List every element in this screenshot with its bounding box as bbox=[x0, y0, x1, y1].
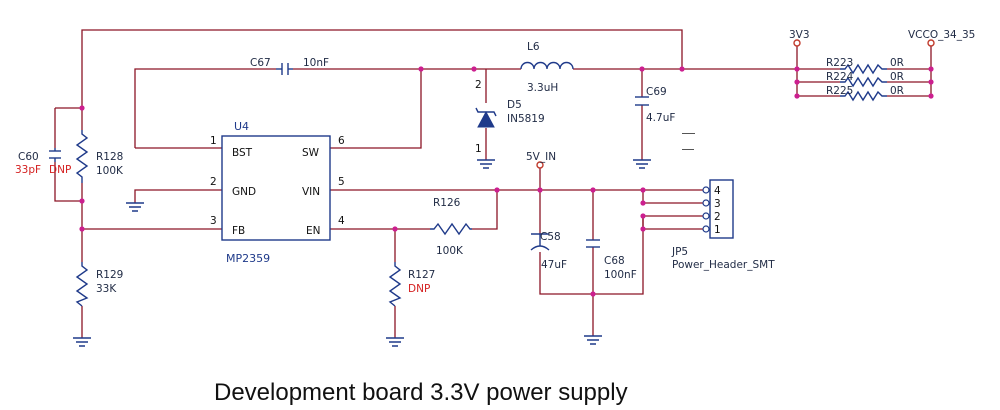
ground-symbol bbox=[584, 335, 602, 345]
ic-pin-name: FB bbox=[232, 225, 245, 237]
jp5-part: Power_Header_SMT bbox=[672, 259, 775, 271]
inductor-l6: L6 3.3uH bbox=[520, 41, 574, 94]
ic-part: MP2359 bbox=[226, 252, 270, 265]
resistor-r223: R223 0R bbox=[826, 57, 904, 75]
junctions bbox=[79, 66, 934, 297]
r225-value: 0R bbox=[890, 85, 904, 97]
ic-u4: U4 MP2359 BST GND FB SW VIN EN 1 2 3 6 5… bbox=[210, 120, 345, 265]
jp5-pin: 2 bbox=[714, 211, 721, 223]
ground-symbol bbox=[73, 337, 91, 347]
d5-pin-a: 2 bbox=[475, 79, 482, 91]
net-port-5v-in: 5V_IN bbox=[526, 151, 556, 169]
ic-pin-number: 4 bbox=[338, 215, 345, 227]
c69-ref: C69 bbox=[646, 86, 667, 98]
net-port-vcco: VCCO_34_35 bbox=[908, 29, 975, 47]
r128-ref: R128 bbox=[96, 151, 123, 163]
diode-d5: 2 1 D5 IN5819 bbox=[475, 79, 545, 155]
resistor-r225: R225 0R bbox=[826, 85, 904, 102]
capacitor-c68: C68 100nF bbox=[586, 239, 637, 281]
r223-ref: R223 bbox=[826, 57, 853, 69]
c68-value: 100nF bbox=[604, 269, 637, 281]
r225-ref: R225 bbox=[826, 85, 853, 97]
ic-pin-number: 2 bbox=[210, 176, 217, 188]
ic-pin-name: SW bbox=[302, 147, 320, 159]
d5-value: IN5819 bbox=[507, 113, 545, 125]
d5-pin-k: 1 bbox=[475, 143, 482, 155]
resistor-r126: R126 100K bbox=[430, 197, 472, 257]
c60-dnp: DNP bbox=[49, 164, 71, 176]
net-port-3v3: 3V3 bbox=[789, 29, 810, 47]
r129-value: 33K bbox=[96, 283, 117, 295]
l6-ref: L6 bbox=[527, 41, 540, 53]
ground-symbol bbox=[633, 159, 651, 169]
c67-ref: C67 bbox=[250, 57, 271, 69]
c67-value: 10nF bbox=[303, 57, 329, 69]
capacitor-c67: C67 10nF bbox=[250, 57, 329, 75]
net-label-vcco: VCCO_34_35 bbox=[908, 29, 975, 41]
c58-value: 47uF bbox=[541, 259, 567, 271]
r223-value: 0R bbox=[890, 57, 904, 69]
jp5-ref: JP5 bbox=[671, 246, 688, 258]
r126-value: 100K bbox=[436, 245, 464, 257]
l6-value: 3.3uH bbox=[527, 82, 558, 94]
diagram-caption: Development board 3.3V power supply bbox=[214, 379, 628, 406]
ic-pin-number: 1 bbox=[210, 135, 217, 147]
d5-ref: D5 bbox=[507, 99, 522, 111]
ground-symbol bbox=[126, 202, 144, 212]
ic-pin-name: GND bbox=[232, 186, 256, 198]
c60-ref: C60 bbox=[18, 151, 39, 163]
c58-ref: C58 bbox=[540, 231, 561, 243]
r126-ref: R126 bbox=[433, 197, 461, 209]
header-jp5: 4 3 2 1 JP5 Power_Header_SMT bbox=[671, 179, 775, 271]
capacitor-c60: C60 33pF DNP bbox=[15, 148, 71, 176]
r127-ref: R127 bbox=[408, 269, 435, 281]
ic-pin-name: BST bbox=[232, 147, 253, 159]
r224-ref: R224 bbox=[826, 71, 854, 83]
net-label-5v-in: 5V_IN bbox=[526, 151, 556, 163]
ic-ref: U4 bbox=[234, 120, 249, 133]
ic-pin-number: 5 bbox=[338, 176, 345, 188]
capacitor-c69: C69 4.7uF bbox=[635, 86, 695, 150]
jp5-pin: 4 bbox=[714, 185, 721, 197]
capacitor-c58: C58 47uF bbox=[530, 231, 567, 271]
r128-value: 100K bbox=[96, 165, 124, 177]
c60-value: 33pF bbox=[15, 164, 41, 176]
resistor-r128: R128 100K bbox=[75, 130, 124, 183]
resistor-r129: R129 33K bbox=[75, 262, 123, 307]
resistor-r127: R127 DNP bbox=[388, 262, 435, 307]
wires bbox=[54, 29, 932, 338]
ic-pin-name: VIN bbox=[302, 186, 320, 198]
r129-ref: R129 bbox=[96, 269, 123, 281]
ic-pin-number: 3 bbox=[210, 215, 217, 227]
ground-symbol bbox=[386, 337, 404, 347]
r127-dnp: DNP bbox=[408, 283, 430, 295]
r224-value: 0R bbox=[890, 71, 904, 83]
jp5-pin: 3 bbox=[714, 198, 721, 210]
ic-pin-name: EN bbox=[306, 225, 321, 237]
c69-value: 4.7uF bbox=[646, 112, 675, 124]
ic-pin-number: 6 bbox=[338, 135, 345, 147]
net-label-3v3: 3V3 bbox=[789, 29, 810, 41]
ground-symbol bbox=[477, 159, 495, 169]
c68-ref: C68 bbox=[604, 255, 625, 267]
resistor-r224: R224 0R bbox=[826, 71, 904, 88]
jp5-pin: 1 bbox=[714, 224, 721, 236]
